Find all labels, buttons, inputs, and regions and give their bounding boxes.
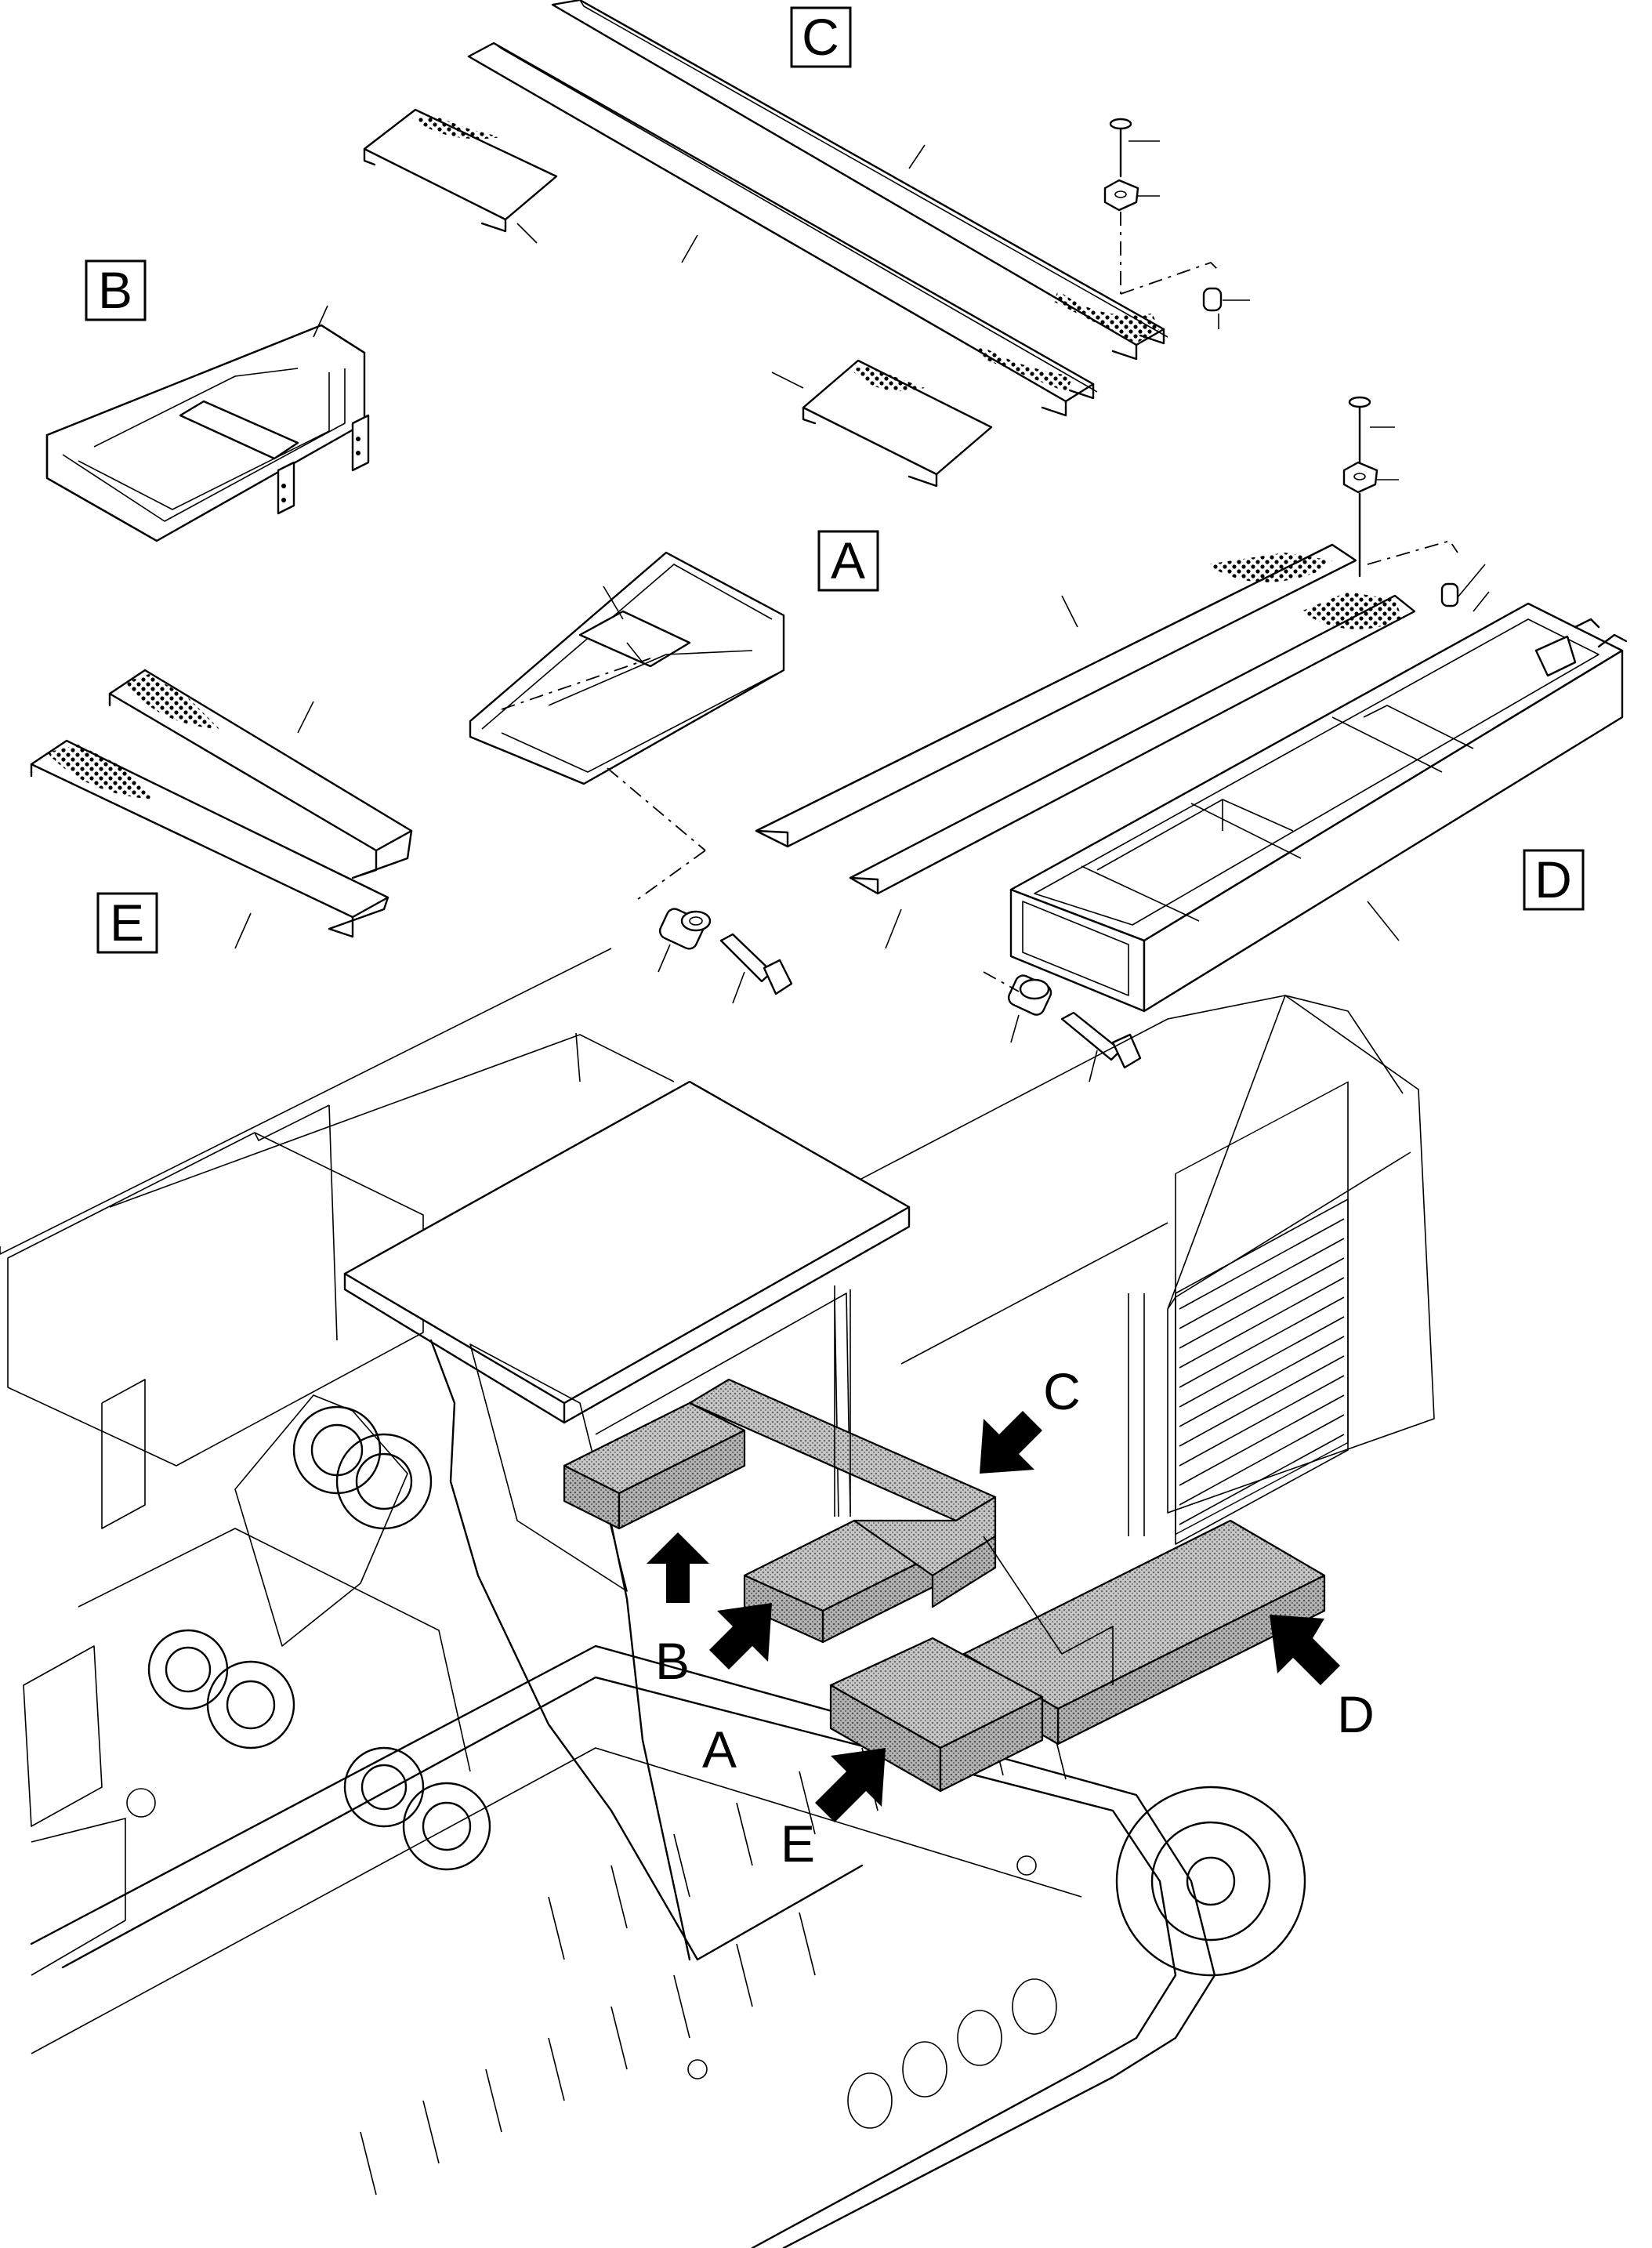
part-c-hardware bbox=[1103, 118, 1250, 329]
part-b-tray-frame bbox=[45, 305, 370, 542]
label-box-e: E bbox=[96, 892, 158, 954]
arrow-label-d: D bbox=[1337, 1685, 1375, 1743]
install-location-b bbox=[563, 1378, 997, 1530]
excavator-cab bbox=[343, 1080, 911, 1961]
part-a-bolt-spacer bbox=[658, 908, 793, 1004]
label-c-text: C bbox=[802, 8, 839, 66]
arrow-b bbox=[647, 1532, 709, 1603]
part-c-leaders bbox=[516, 144, 926, 389]
excavator-crawler-track bbox=[23, 1644, 1306, 2248]
part-d-bolt-spacer bbox=[983, 971, 1142, 1082]
label-d-text: D bbox=[1534, 850, 1572, 908]
arrow-e bbox=[815, 1748, 886, 1822]
arrow-a bbox=[709, 1603, 772, 1670]
install-location-e bbox=[829, 1637, 1044, 1793]
arrow-c bbox=[980, 1411, 1042, 1474]
part-d-rails bbox=[755, 543, 1416, 949]
arrow-d bbox=[1270, 1615, 1340, 1685]
excavator-boom bbox=[78, 1379, 491, 1871]
part-c-step-plate-lower bbox=[802, 359, 993, 488]
part-c-walkway-rails bbox=[467, 0, 1168, 417]
label-b-text: B bbox=[98, 261, 132, 319]
arrow-label-c: C bbox=[1043, 1362, 1081, 1420]
label-a-text: A bbox=[831, 531, 865, 589]
engine-grille bbox=[1175, 1198, 1349, 1545]
excavator-upper-structure bbox=[0, 948, 1435, 1545]
install-location-a bbox=[743, 1496, 997, 1644]
arrow-label-a: A bbox=[702, 1720, 737, 1778]
part-e-step-channels bbox=[30, 669, 706, 949]
label-box-a: A bbox=[817, 530, 879, 592]
label-e-text: E bbox=[110, 894, 144, 952]
part-d-hardware bbox=[1342, 396, 1486, 607]
part-c-step-plate-upper bbox=[363, 108, 558, 233]
label-box-d: D bbox=[1523, 849, 1585, 911]
label-box-b: B bbox=[85, 259, 147, 321]
part-a-small-tray bbox=[469, 551, 785, 785]
part-d-box-frame bbox=[1009, 591, 1628, 1013]
label-box-c: C bbox=[790, 6, 852, 68]
arrow-label-b: B bbox=[655, 1632, 690, 1690]
arrow-label-e: E bbox=[781, 1815, 815, 1873]
